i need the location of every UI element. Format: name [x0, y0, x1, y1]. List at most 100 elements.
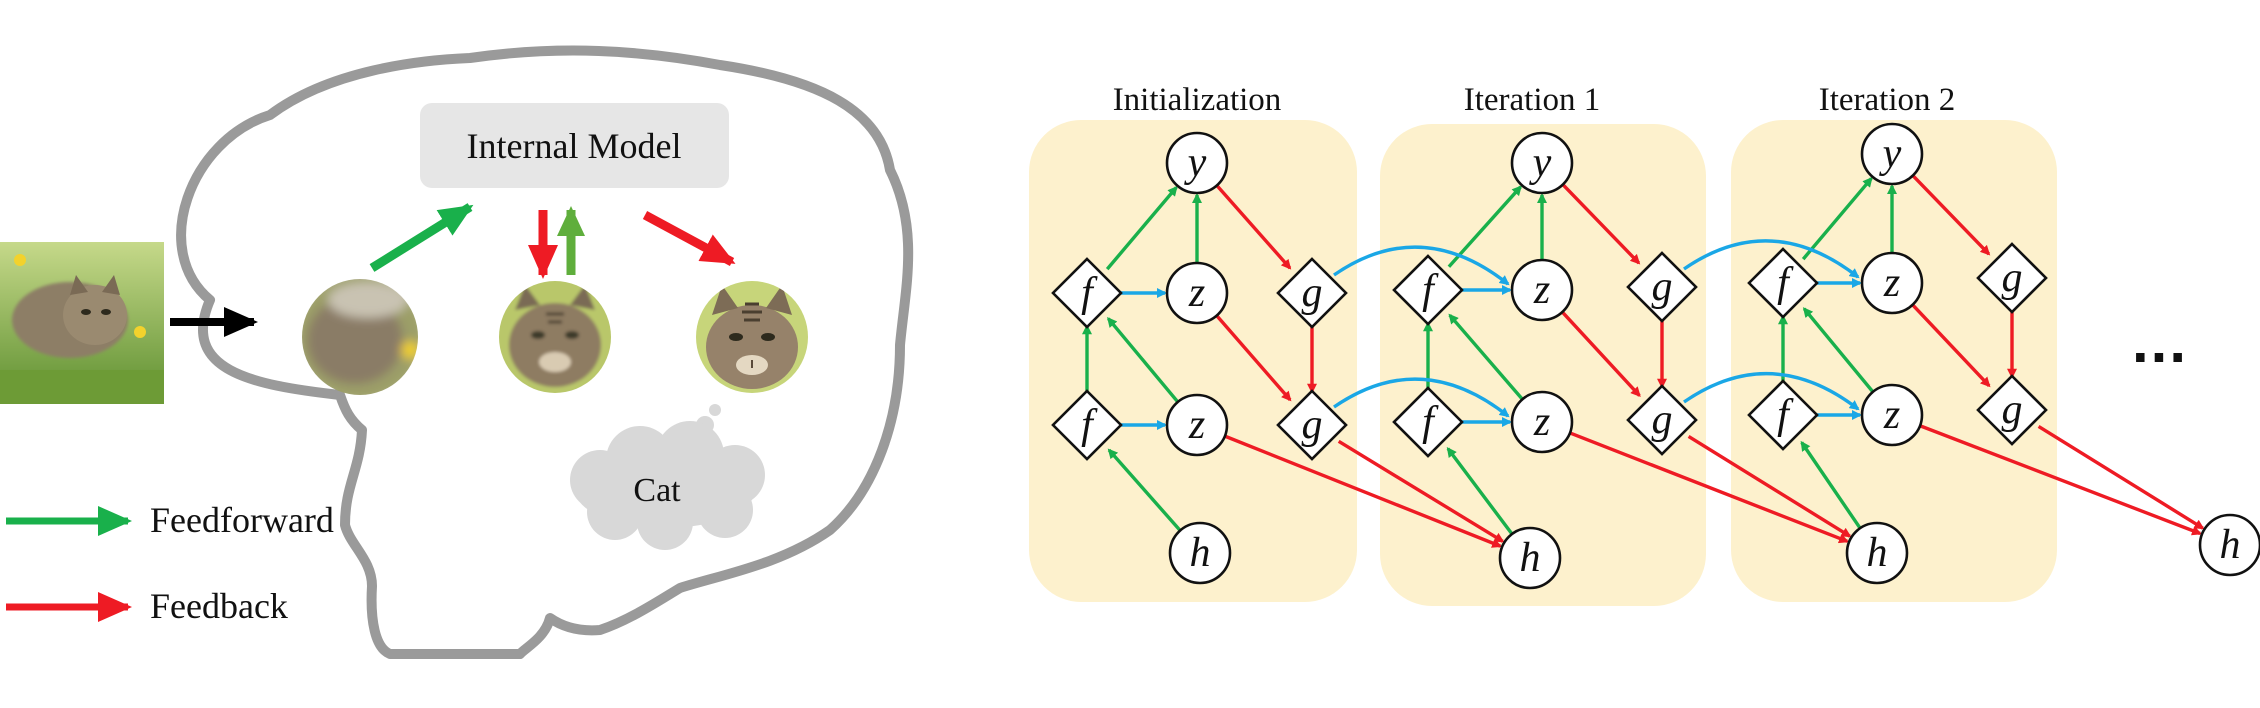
node-shape-z2a: [1860, 251, 1924, 315]
stage-label-initialization: Initialization: [1113, 82, 1282, 118]
internal-model-label: Internal Model: [467, 126, 682, 166]
node-shape-f2a: [1747, 247, 1819, 319]
node-label-g0b: g: [1302, 402, 1323, 448]
unrolled-graph: Initialization Iteration 1 Iteration 2 y…: [1029, 82, 2260, 606]
node-shape-f0a: [1051, 257, 1123, 329]
node-f0b: f: [1051, 389, 1123, 461]
edge-f1a-y1: [1447, 185, 1522, 268]
lateral-edge-g1b-z2b: [1683, 371, 1860, 411]
node-f0a: f: [1051, 257, 1123, 329]
node-g1b: g: [1626, 384, 1698, 456]
graph-edges: [1082, 174, 2205, 548]
edge-z0b-f0a: [1106, 317, 1180, 404]
node-label-h2n: h: [2220, 522, 2241, 568]
edge-h0n-f1b: [1446, 447, 1514, 536]
node-label-z2b: z: [1883, 392, 1900, 438]
panel-iteration-1: [1380, 124, 1706, 606]
node-z0a: z: [1165, 261, 1229, 325]
node-f2b: f: [1747, 379, 1819, 451]
node-label-z0a: z: [1188, 270, 1205, 316]
edge-f2a-y2: [1801, 176, 1873, 261]
node-shape-z0a: [1165, 261, 1229, 325]
edge-z2b-f2a: [1802, 307, 1875, 393]
node-label-h1n: h: [1867, 530, 1888, 576]
node-shape-f2b: [1747, 379, 1819, 451]
stage-label-iteration-1: Iteration 1: [1464, 82, 1601, 118]
node-label-y0: y: [1184, 140, 1207, 186]
node-f1b: f: [1392, 386, 1464, 458]
edge-y0-g0a: [1215, 184, 1292, 270]
node-shape-h0: [1168, 521, 1232, 585]
node-g2a: g: [1976, 242, 2048, 314]
edge-g1b-h1n: [1687, 435, 1852, 538]
node-shape-g0b: [1276, 389, 1348, 461]
cat-image-blurred: [302, 279, 418, 395]
node-label-g1b: g: [1652, 397, 1673, 443]
node-g1a: g: [1626, 251, 1698, 323]
edge-y1-g1a: [1561, 183, 1641, 265]
legend-feedback-label: Feedback: [150, 586, 288, 626]
panel-initialization: [1029, 120, 1357, 602]
legend-feedforward-label: Feedforward: [150, 500, 334, 540]
node-shape-g1b: [1626, 384, 1698, 456]
edge-h0-f0b: [1107, 448, 1182, 532]
node-label-g0a: g: [1302, 270, 1323, 316]
edge-z0a-g0b: [1215, 314, 1292, 402]
edge-f0a-y0: [1105, 185, 1178, 271]
brain-outline: [176, 45, 914, 659]
edge-z1b-h1n: [1569, 431, 1850, 544]
node-g0b: g: [1276, 389, 1348, 461]
node-shape-y0: [1165, 131, 1229, 195]
node-shape-h2n: [2198, 513, 2260, 577]
node-shape-g2a: [1976, 242, 2048, 314]
node-label-h0n: h: [1520, 535, 1541, 581]
node-label-y2: y: [1879, 131, 1902, 177]
node-shape-f1b: [1392, 386, 1464, 458]
thought-label: Cat: [633, 472, 681, 509]
node-label-g1a: g: [1652, 264, 1673, 310]
node-z2b: z: [1860, 383, 1924, 447]
edge-h1n-f2b: [1800, 440, 1862, 530]
node-shape-f1a: [1392, 254, 1464, 326]
node-z1a: z: [1510, 258, 1574, 322]
node-z1b: z: [1510, 390, 1574, 454]
node-shape-z1b: [1510, 390, 1574, 454]
input-cat-photo: [0, 242, 164, 404]
node-shape-z2b: [1860, 383, 1924, 447]
lateral-edge-g1a-z2a: [1683, 239, 1860, 279]
node-label-z2a: z: [1883, 260, 1900, 306]
node-label-g2a: g: [2002, 255, 2023, 301]
stage-label-iteration-2: Iteration 2: [1819, 82, 1956, 118]
node-h1n: h: [1845, 521, 1909, 585]
node-label-z1b: z: [1533, 399, 1550, 445]
node-label-z1a: z: [1533, 267, 1550, 313]
node-z2a: z: [1860, 251, 1924, 315]
node-label-z0b: z: [1188, 402, 1205, 448]
edge-z1a-g1b: [1561, 310, 1641, 398]
node-h2n: h: [2198, 513, 2260, 577]
edge-g0b-h0n: [1337, 439, 1505, 543]
ellipsis: ...: [2132, 308, 2188, 375]
node-g0a: g: [1276, 257, 1348, 329]
node-shape-y2: [1860, 122, 1924, 186]
node-shape-f0b: [1051, 389, 1123, 461]
cat-image-clear: [696, 281, 808, 393]
lateral-edge-g0b-z1b: [1333, 377, 1510, 418]
node-y2: y: [1860, 122, 1924, 186]
node-y0: y: [1165, 131, 1229, 195]
lateral-edge-g0a-z1a: [1333, 245, 1510, 286]
cat-image-medium: [499, 281, 611, 393]
node-g2b: g: [1976, 374, 2048, 446]
node-label-y1: y: [1529, 140, 1552, 186]
node-label-g2b: g: [2002, 387, 2023, 433]
node-h0n: h: [1498, 526, 1562, 590]
edge-g2b-h2n: [2037, 425, 2205, 530]
node-shape-z1a: [1510, 258, 1574, 322]
legend: Feedforward Feedback: [6, 500, 334, 626]
node-z0b: z: [1165, 393, 1229, 457]
thought-cloud: [570, 421, 765, 550]
edge-z0b-h0n: [1224, 434, 1503, 548]
edge-y2-g2a: [1911, 174, 1991, 256]
